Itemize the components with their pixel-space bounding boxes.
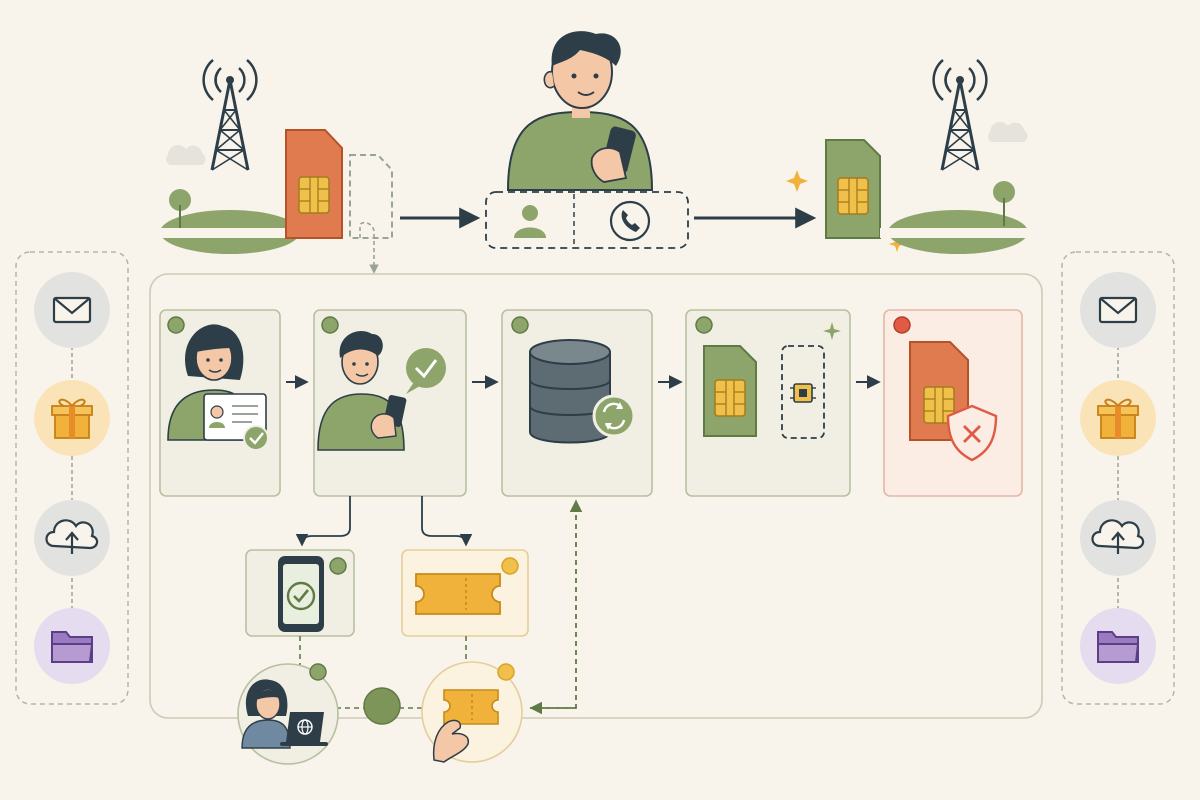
status-dot (511, 316, 529, 334)
right-side-column (1061, 251, 1175, 705)
new-sim-card-icon (825, 139, 881, 239)
sparkle-icon (823, 322, 841, 340)
dashed-loop-to-database (530, 499, 583, 709)
right-cell-tower-icon (932, 58, 988, 172)
old-sim-card-icon (285, 129, 343, 239)
right-hill (880, 121, 1040, 254)
user-icon (514, 205, 546, 238)
sub-step-ticket (401, 549, 529, 637)
sub-step-hand-ticket (421, 661, 523, 763)
step-1-identity-check (159, 309, 281, 497)
cloud-upload-icon (1080, 500, 1156, 576)
empty-sim-slot-icon (349, 154, 393, 239)
status-dot (893, 316, 911, 334)
top-row (160, 31, 1040, 274)
sim-card-icon (703, 345, 757, 437)
status-dot (329, 557, 347, 575)
gift-icon (34, 380, 110, 456)
connector-to-ticket (421, 496, 473, 547)
folder-icon (1080, 608, 1156, 684)
woman-laptop-globe (241, 679, 328, 749)
cloud-upload-icon (34, 500, 110, 576)
ticket-icon (415, 573, 501, 615)
step-4-sim-and-esim (685, 309, 851, 497)
sim-blocked-shield-icon (909, 341, 998, 462)
mail-icon (34, 272, 110, 348)
phone-call-icon (609, 200, 651, 242)
identity-box (485, 191, 689, 249)
main-panel (149, 273, 1043, 719)
sparkle-icon (786, 170, 905, 252)
status-dot (321, 316, 339, 334)
sub-step-online-support (237, 663, 339, 765)
connector-to-phone-verified (295, 496, 351, 547)
mail-icon (1080, 272, 1156, 348)
sub-step-phone-verified (245, 549, 355, 637)
man-with-phone-check (317, 331, 446, 451)
woman-with-id-card (167, 324, 269, 451)
left-hill (160, 145, 300, 254)
status-dot (695, 316, 713, 334)
person-holding-phone (506, 31, 654, 191)
left-cell-tower-icon (202, 58, 258, 172)
database-sync-icon (529, 339, 636, 444)
left-side-column (15, 251, 129, 705)
esim-icon (781, 345, 825, 439)
phone-check-icon (278, 556, 324, 632)
status-dot (497, 663, 515, 681)
slot-connector (359, 221, 379, 274)
step-5-old-sim-blocked (883, 309, 1023, 497)
step-3-database-sync (501, 309, 653, 497)
step-2-phone-verification (313, 309, 467, 497)
status-dot (501, 557, 519, 575)
connector-node (363, 687, 401, 725)
gift-icon (1080, 380, 1156, 456)
hand-holding-ticket (432, 689, 499, 763)
status-dot (167, 316, 185, 334)
status-dot (309, 663, 327, 681)
folder-icon (34, 608, 110, 684)
